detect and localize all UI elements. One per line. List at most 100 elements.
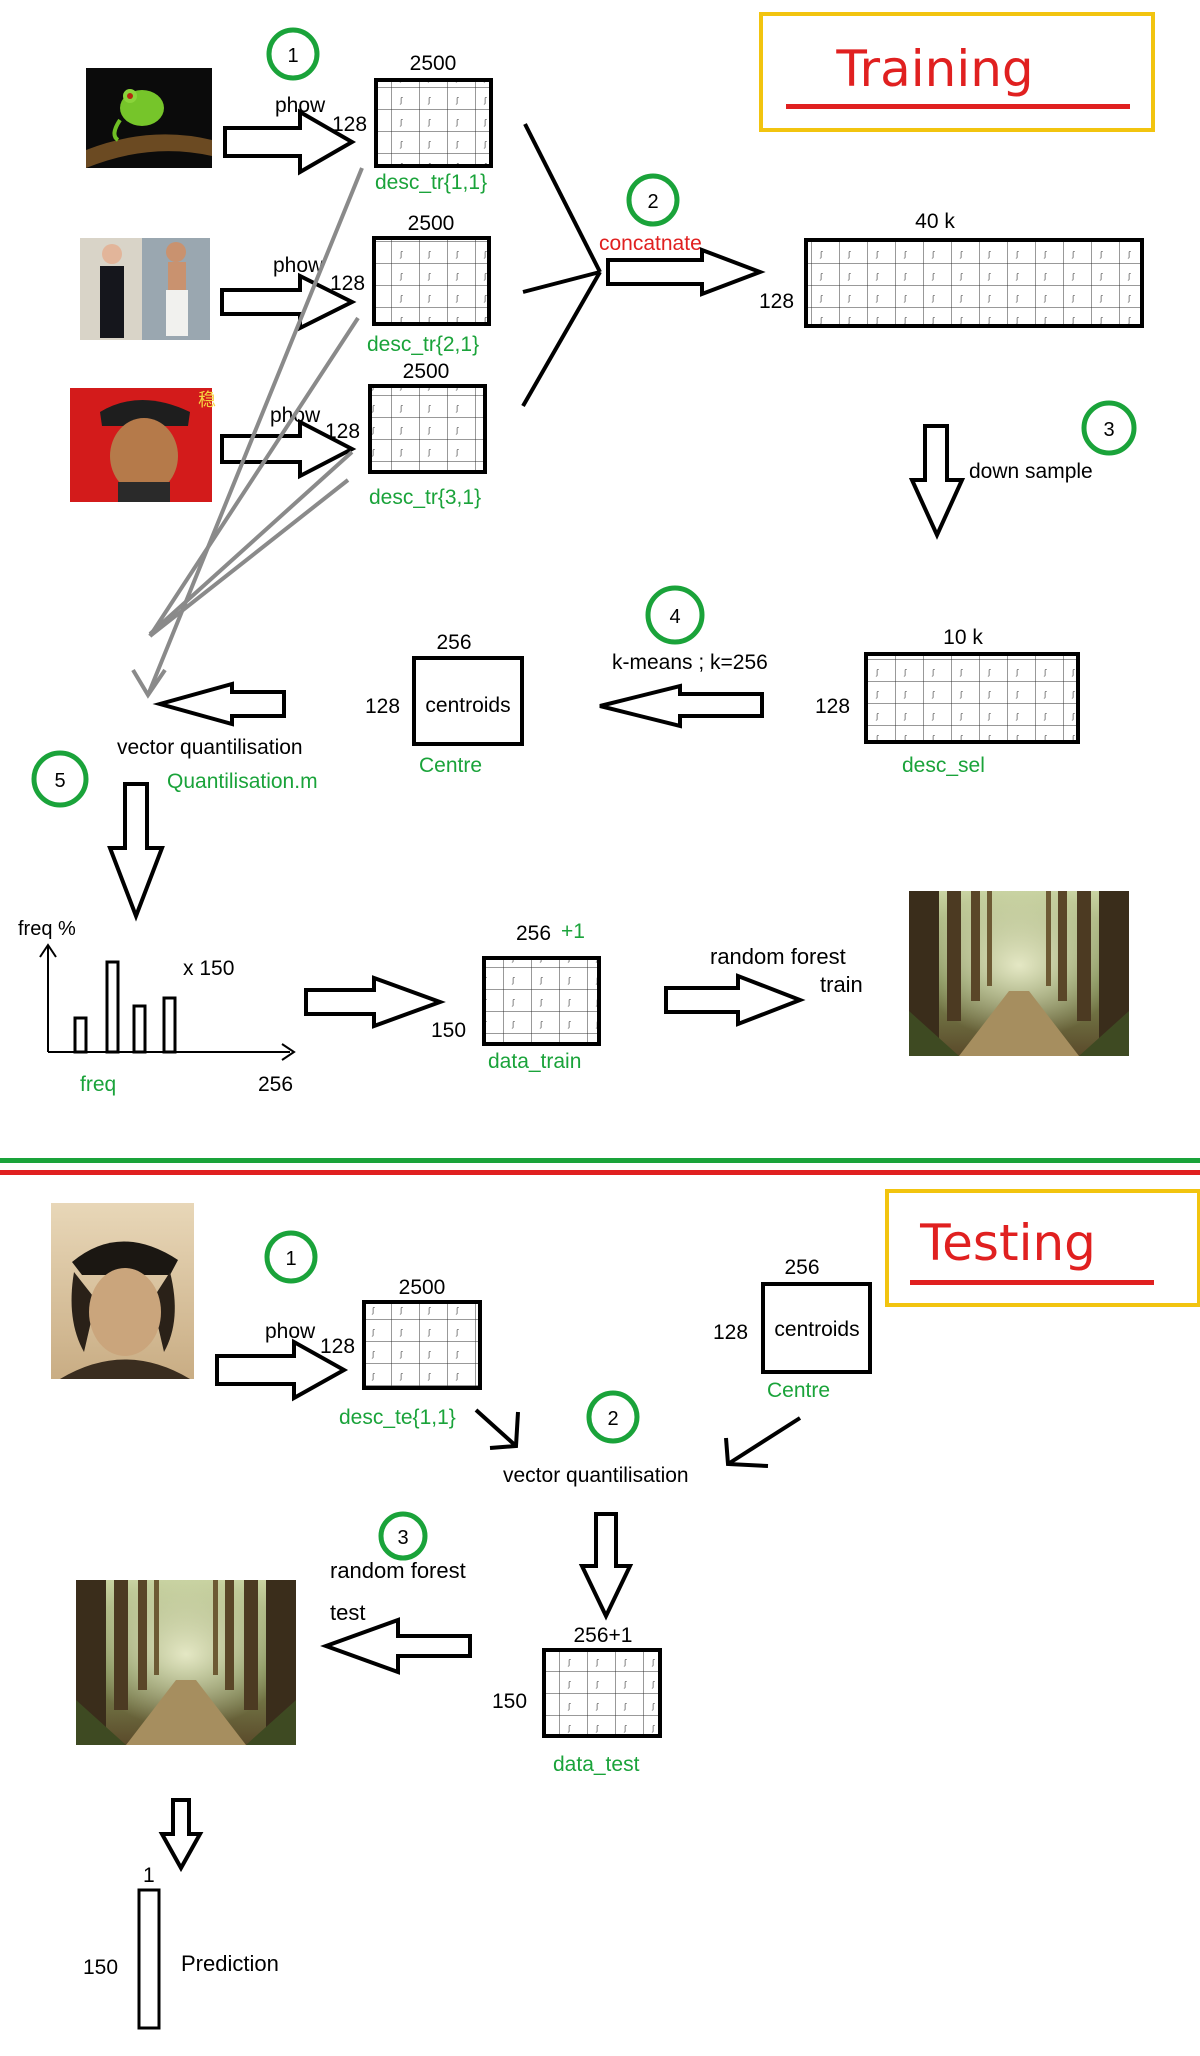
test-step-2-number: 2 <box>607 1408 618 1430</box>
vq-to-hist-arrow <box>107 782 165 922</box>
step-circles-training <box>31 27 1137 808</box>
desc-tr-matrix-2 <box>372 236 491 326</box>
desc-tr-2-rows: 128 <box>330 272 365 295</box>
test-centroids-rows: 128 <box>713 1321 748 1344</box>
phow-arrows <box>220 108 357 480</box>
rf-train-arrow <box>664 973 806 1027</box>
centroids-label: Centre <box>419 754 482 777</box>
desc-tr-matrix-3 <box>368 384 487 474</box>
hist-ylabel: freq % <box>18 918 76 940</box>
prediction-label: Prediction <box>181 1951 279 1976</box>
rf-test-label-1: random forest <box>330 1558 466 1583</box>
vq-label-training: vector quantilisation <box>117 736 303 759</box>
step-3-number: 3 <box>1103 419 1114 441</box>
testing-title-box <box>885 1189 1200 1307</box>
centroids-box <box>412 656 524 746</box>
desc-tr-2-cols: 2500 <box>408 212 455 235</box>
centroids-text: centroids <box>425 694 510 717</box>
training-title-underline <box>786 104 1130 109</box>
data-test-rows: 150 <box>492 1690 527 1713</box>
desc-tr-1-label: desc_tr{1,1} <box>375 171 487 194</box>
divider-red <box>0 1170 1200 1175</box>
kmeans-arrow <box>599 683 764 729</box>
data-test-matrix <box>542 1648 662 1738</box>
phow-label-1: phow <box>275 94 326 117</box>
test-vq-converging-arrows <box>474 1408 802 1468</box>
step-2-number: 2 <box>647 191 658 213</box>
desc-te-cols: 2500 <box>399 1276 446 1299</box>
kmeans-label: k-means ; k=256 <box>612 651 768 674</box>
rf-train-label-1: random forest <box>710 944 846 969</box>
vq-file-label: Quantilisation.m <box>167 770 318 793</box>
test-centroids-text: centroids <box>774 1318 859 1341</box>
desc-te-rows: 128 <box>320 1335 355 1358</box>
data-train-matrix <box>482 956 601 1046</box>
portrait-red-image: 稳 <box>70 388 216 502</box>
test-centroids-label: Centre <box>767 1379 830 1402</box>
training-title: Training <box>835 40 1033 98</box>
gray-connectors <box>131 167 364 699</box>
test-vq-to-data-arrow <box>578 1512 634 1621</box>
down-sample-label: down sample <box>969 460 1093 483</box>
test-phow-arrow <box>215 1338 349 1402</box>
data-train-rows: 150 <box>431 1019 466 1042</box>
data-test-label: data_test <box>553 1753 640 1776</box>
data-train-plus: +1 <box>561 920 585 943</box>
test-centroids-box <box>761 1282 872 1374</box>
prediction-rows: 150 <box>83 1956 118 1979</box>
data-test-cols: 256+1 <box>574 1624 633 1647</box>
rf-test-label-2: test <box>330 1600 365 1625</box>
test-step-3-number: 3 <box>397 1527 408 1549</box>
test-centroids-cols: 256 <box>784 1256 819 1279</box>
divider-green <box>0 1158 1200 1163</box>
hist-to-data-train-arrow <box>304 975 446 1029</box>
rf-test-arrow <box>320 1617 472 1675</box>
desc-te-label: desc_te{1,1} <box>339 1406 456 1429</box>
desc-te-matrix <box>362 1300 482 1390</box>
hist-xlabel: freq <box>80 1073 116 1096</box>
prediction-vector <box>137 1888 161 2030</box>
desc-sel-rows: 128 <box>815 695 850 718</box>
concatenate-arrow <box>606 247 766 297</box>
step-5-number: 5 <box>54 770 65 792</box>
hist-multiplier: x 150 <box>183 957 234 980</box>
centroids-cols: 256 <box>436 631 471 654</box>
prediction-cols: 1 <box>143 1864 155 1887</box>
desc-tr-matrix-1 <box>374 78 493 168</box>
desc-tr-3-label: desc_tr{3,1} <box>369 486 481 509</box>
che-portrait-image <box>51 1203 194 1379</box>
centroids-rows: 128 <box>365 695 400 718</box>
centroid-to-vq-arrow <box>152 681 286 727</box>
data-train-label: data_train <box>488 1050 581 1073</box>
desc-sel-cols: 10 k <box>943 626 983 649</box>
forest-to-prediction-arrow <box>158 1798 204 1873</box>
desc-sel-matrix <box>864 652 1080 744</box>
rf-train-label-2: train <box>820 972 863 997</box>
desc-sel-label: desc_sel <box>902 754 985 777</box>
testing-title-underline <box>910 1280 1154 1285</box>
desc-tr-3-rows: 128 <box>325 420 360 443</box>
freq-histogram <box>39 943 296 1061</box>
hist-xmax: 256 <box>258 1073 293 1096</box>
down-sample-arrow <box>908 424 966 540</box>
forest-image-training <box>909 891 1129 1056</box>
test-phow-label: phow <box>265 1320 316 1343</box>
concatenate-label: concatnate <box>599 232 702 255</box>
test-step-1-number: 1 <box>285 1248 296 1270</box>
frog-image <box>86 68 212 168</box>
desc-tr-1-cols: 2500 <box>410 52 457 75</box>
forest-image-testing <box>76 1580 296 1745</box>
desc-tr-3-cols: 2500 <box>403 360 450 383</box>
desc-tr-2-label: desc_tr{2,1} <box>367 333 479 356</box>
concat-matrix-rows: 128 <box>759 290 794 313</box>
data-train-cols: 256 <box>516 922 551 945</box>
people-image <box>80 238 210 340</box>
step-4-number: 4 <box>669 606 680 628</box>
concat-matrix-cols: 40 k <box>915 210 955 233</box>
phow-label-2: phow <box>273 254 324 277</box>
desc-tr-1-rows: 128 <box>332 113 367 136</box>
step-1-number: 1 <box>287 45 298 67</box>
testing-title: Testing <box>919 1214 1096 1272</box>
